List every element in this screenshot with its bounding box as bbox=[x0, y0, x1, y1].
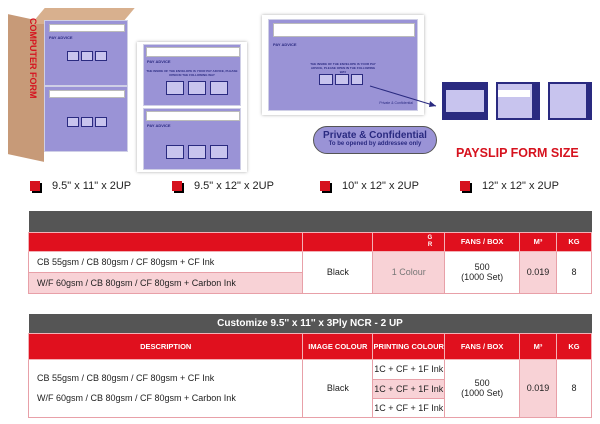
fans-box-cell: 500(1000 Set) bbox=[444, 358, 521, 418]
image-colour-cell: Black bbox=[302, 358, 374, 418]
header-image-colour bbox=[302, 231, 374, 252]
red-square-icon bbox=[460, 181, 470, 191]
header-image-colour: IMAGE COLOUR bbox=[302, 332, 374, 360]
header-fans-box: FANS / BOX bbox=[444, 231, 521, 252]
size-option-1: 9.5" x 11" x 2UP bbox=[30, 180, 131, 192]
fans-box-cell: 500(1000 Set) bbox=[444, 250, 521, 294]
fold-step-2-image bbox=[496, 82, 540, 120]
private-small-label: Private & Confidential bbox=[379, 101, 413, 105]
image-colour-cell: Black bbox=[302, 250, 374, 294]
size-label: 12" x 12" x 2UP bbox=[482, 180, 559, 192]
section-title: PAYSLIP FORM SIZE bbox=[456, 146, 579, 160]
header-description bbox=[27, 231, 304, 252]
printing-colour-cell: 1 Colour bbox=[372, 250, 446, 294]
spec-table-2: Customize 9.5'' x 11'' x 3Ply NCR - 2 UP… bbox=[27, 314, 592, 418]
kg-cell: 8 bbox=[556, 250, 592, 294]
pay-advice-label: PAY ADVICE bbox=[147, 123, 171, 128]
header-fans-box: FANS / BOX bbox=[444, 332, 521, 360]
header-m3: M³ bbox=[519, 332, 558, 360]
size-label: 9.5" x 12" x 2UP bbox=[194, 180, 274, 192]
fold-step-1-image bbox=[442, 82, 488, 120]
description-cell: CB 55gsm / CB 80gsm / CF 80gsm + CF Ink bbox=[27, 250, 304, 273]
red-square-icon bbox=[320, 181, 330, 191]
badge-title: Private & Confidential bbox=[323, 130, 427, 141]
size-label: 10" x 12" x 2UP bbox=[342, 180, 419, 192]
pay-advice-label: PAY ADVICE bbox=[273, 42, 297, 47]
pay-advice-label: PAY ADVICE bbox=[49, 35, 73, 40]
envelope-message: THE INSIDE OF THE ENVELOPE IS YOUR PAY A… bbox=[146, 69, 238, 77]
header-printing-colour: PRINTING COLOUR bbox=[372, 332, 446, 360]
printing-colour-cell: 1C + CF + 1F Ink bbox=[372, 378, 446, 399]
fold-step-3-image bbox=[548, 82, 592, 120]
kg-cell: 8 bbox=[556, 358, 592, 418]
size-option-2: 9.5" x 12" x 2UP bbox=[172, 180, 274, 192]
m3-cell: 0.019 bbox=[519, 250, 558, 294]
header-printing-colour: G R bbox=[372, 231, 446, 252]
printing-colour-cell: 1C + CF + 1F Ink bbox=[372, 397, 446, 418]
red-square-icon bbox=[172, 181, 182, 191]
table-title bbox=[28, 211, 592, 232]
arrow-icon bbox=[369, 85, 437, 107]
size-option-4: 12" x 12" x 2UP bbox=[460, 180, 559, 192]
header-description: DESCRIPTION bbox=[27, 332, 304, 360]
header-m3: M³ bbox=[519, 231, 558, 252]
private-confidential-badge: Private & Confidential To be opened by a… bbox=[313, 126, 437, 154]
m3-cell: 0.019 bbox=[519, 358, 558, 418]
description-cell: W/F 60gsm / CB 80gsm / CF 80gsm + Carbon… bbox=[27, 271, 304, 294]
printing-colour-cell: 1C + CF + 1F Ink bbox=[372, 358, 446, 380]
table-row: CB 55gsm / CB 80gsm / CF 80gsm + CF Ink … bbox=[27, 250, 592, 294]
continuous-form-image: PAY ADVICE THE INSIDE OF THE ENVELOPE IS… bbox=[137, 42, 247, 172]
product-box-image: COMPUTER FORM PAY ADVICE bbox=[8, 8, 135, 162]
pay-advice-label: PAY ADVICE bbox=[147, 59, 171, 64]
table-row: W/F 60gsm / CB 80gsm / CF 80gsm + Carbon… bbox=[27, 271, 592, 294]
size-option-3: 10" x 12" x 2UP bbox=[320, 180, 419, 192]
red-square-icon bbox=[30, 181, 40, 191]
badge-subtitle: To be opened by addressee only bbox=[328, 141, 422, 147]
table-title: Customize 9.5'' x 11'' x 3Ply NCR - 2 UP bbox=[28, 314, 592, 333]
size-label: 9.5" x 11" x 2UP bbox=[52, 180, 132, 192]
envelope-message: THE INSIDE OF THE ENVELOPE IS YOUR PAY A… bbox=[310, 62, 376, 74]
pay-advice-large-image: PAY ADVICE THE INSIDE OF THE ENVELOPE IS… bbox=[262, 15, 424, 115]
header-kg: KG bbox=[556, 332, 592, 360]
header-kg: KG bbox=[556, 231, 592, 252]
spec-table-1: G R FANS / BOX M³ KG CB 55gsm / CB 80gsm… bbox=[27, 211, 592, 294]
